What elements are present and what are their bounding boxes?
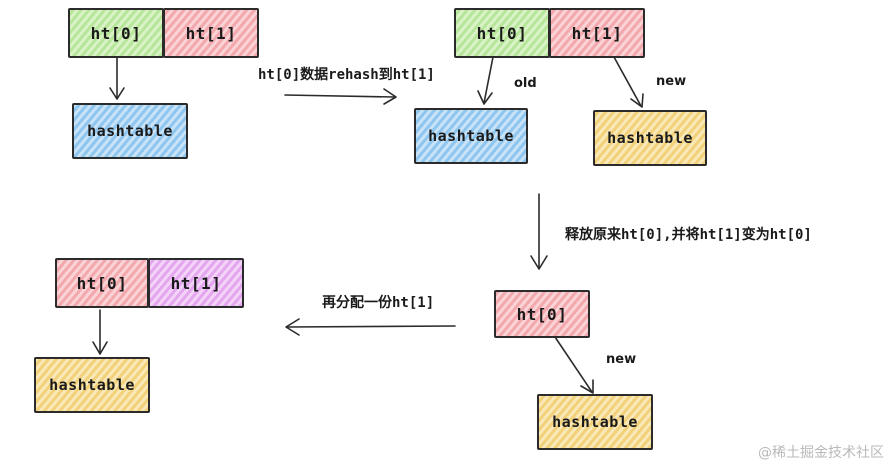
- arrowhead-s2-new: [630, 93, 644, 108]
- new-label-s3: new: [606, 352, 637, 367]
- s4-ht1-label: ht[1]: [170, 273, 222, 293]
- s2-ht0-box: ht[0]: [454, 8, 550, 58]
- s3-ht0-box: ht[0]: [494, 290, 590, 338]
- s2-hashtable-old-label: hashtable: [428, 127, 514, 145]
- s4-ht0-label: ht[0]: [76, 273, 128, 293]
- rehash-label: ht[0]数据rehash到ht[1]: [258, 67, 435, 83]
- s3-hashtable-label: hashtable: [552, 413, 638, 431]
- s1-ht1-label: ht[1]: [185, 23, 237, 43]
- s4-ht1-box: ht[1]: [148, 258, 244, 308]
- arrowhead-s4: [92, 341, 108, 355]
- s1-hashtable-label: hashtable: [87, 122, 173, 140]
- watermark: @稀土掘金技术社区: [758, 445, 884, 461]
- s1-ht0-box: ht[0]: [68, 8, 164, 58]
- s2-hashtable-new-box: hashtable: [593, 110, 707, 166]
- reallocate-label: 再分配一份ht[1]: [322, 295, 435, 311]
- arrow-rehash: [284, 94, 396, 98]
- s1-ht1-box: ht[1]: [163, 8, 259, 58]
- s4-hashtable-label: hashtable: [49, 376, 135, 394]
- arrowhead-release: [530, 255, 548, 270]
- arrowhead-s3-new: [580, 379, 594, 394]
- new-label-s2: new: [656, 74, 687, 89]
- s1-hashtable-box: hashtable: [72, 103, 188, 159]
- s4-ht0-box: ht[0]: [55, 258, 149, 308]
- old-label: old: [514, 76, 537, 91]
- s1-ht0-label: ht[0]: [90, 23, 142, 43]
- arrow-s2-old: [483, 56, 494, 104]
- arrowhead-rehash: [383, 88, 397, 105]
- arrowhead-s1: [109, 87, 125, 100]
- s2-ht0-label: ht[0]: [476, 23, 528, 43]
- s2-ht1-label: ht[1]: [571, 23, 623, 43]
- arrow-reallocate: [286, 325, 456, 328]
- s3-hashtable-box: hashtable: [537, 394, 653, 450]
- arrow-s3-new: [554, 336, 593, 393]
- s4-hashtable-box: hashtable: [34, 357, 150, 413]
- s3-ht0-label: ht[0]: [516, 304, 568, 324]
- release-label: 释放原来ht[0],并将ht[1]变为ht[0]: [565, 227, 812, 243]
- arrow-s2-new: [613, 56, 642, 107]
- s2-hashtable-old-box: hashtable: [414, 108, 528, 164]
- arrowhead-s2-old: [477, 90, 493, 105]
- s2-ht1-box: ht[1]: [549, 8, 645, 58]
- s2-hashtable-new-label: hashtable: [607, 129, 693, 147]
- arrowhead-reallocate: [285, 318, 300, 336]
